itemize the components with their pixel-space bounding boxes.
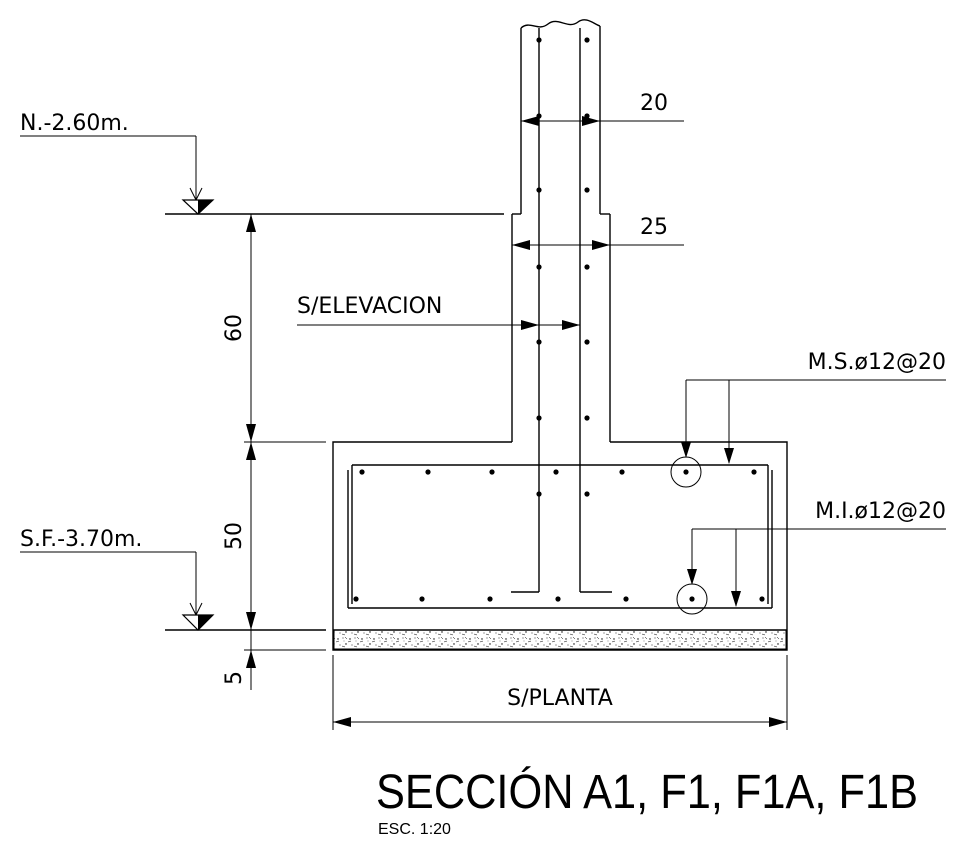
rebar-dots-footing-top (359, 469, 757, 475)
dim-height-5: 5 (222, 671, 247, 685)
vertical-dimension-lines (244, 214, 326, 690)
level-top-label: N.-2.60m. (20, 111, 129, 136)
lean-concrete-base (333, 629, 787, 650)
bottom-rebar-callout (687, 528, 946, 607)
level-marker-top (20, 135, 504, 215)
top-rebar-label: M.S.ø12@20 (808, 350, 946, 375)
dim-height-60: 60 (222, 314, 247, 342)
elevation-leader (297, 320, 580, 330)
rebar-footing (347, 464, 773, 609)
dim-plan-width (332, 655, 788, 730)
concrete-outline (332, 19, 788, 651)
bottom-rebar-label: M.I.ø12@20 (815, 499, 946, 524)
level-bottom-label: S.F.-3.70m. (20, 527, 142, 552)
dim-height-50: 50 (222, 522, 247, 550)
rebar-column (511, 28, 612, 593)
top-rebar-callout (681, 379, 946, 464)
elevation-label: S/ELEVACION (297, 294, 442, 319)
rebar-dots-footing-bottom (353, 596, 765, 602)
dim-pedestal-width (512, 240, 684, 250)
section-title: SECCIÓN A1, F1, F1A, F1B (376, 765, 918, 819)
scale-label: ESC. 1:20 (378, 821, 451, 838)
dim-column-width (521, 116, 684, 126)
plan-label: S/PLANTA (507, 686, 613, 711)
level-marker-bottom (20, 551, 326, 631)
dim-pedestal-width-label: 25 (640, 215, 668, 240)
rebar-dots-column (536, 37, 590, 497)
dim-column-width-label: 20 (640, 91, 668, 116)
